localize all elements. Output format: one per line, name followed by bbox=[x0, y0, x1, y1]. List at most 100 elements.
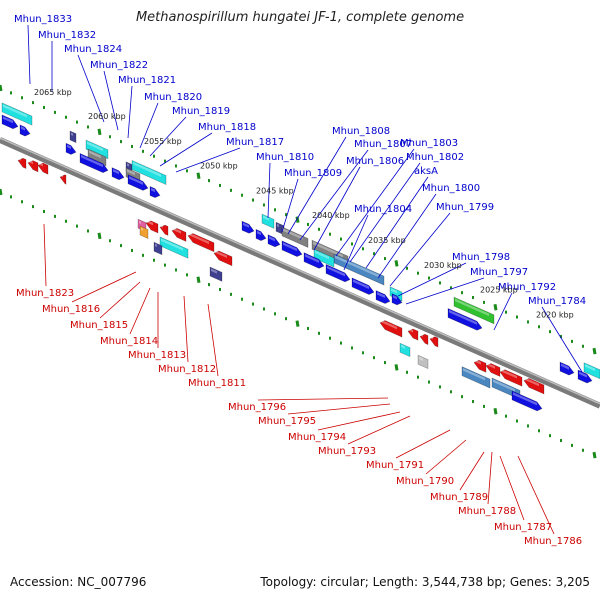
reverse-gene bbox=[379, 319, 403, 338]
reverse-gene-label: Mhun_1793 bbox=[318, 446, 376, 457]
reverse-gene bbox=[59, 174, 67, 185]
forward-gene-label: Mhun_1824 bbox=[64, 44, 122, 55]
kbp-label: 2025 kbp bbox=[480, 286, 518, 295]
leader-line bbox=[287, 136, 347, 235]
leader-line bbox=[71, 271, 137, 303]
gene-features bbox=[1, 102, 600, 412]
forward-gene bbox=[87, 148, 107, 167]
forward-gene bbox=[375, 290, 391, 304]
forward-gene-label: Mhun_1799 bbox=[436, 202, 494, 213]
leader-line bbox=[281, 178, 299, 233]
tick-mark bbox=[196, 172, 201, 179]
forward-gene-label: Mhun_1810 bbox=[256, 152, 314, 163]
leader-line bbox=[43, 223, 47, 287]
tick-mark bbox=[295, 216, 300, 223]
tick-mark bbox=[0, 188, 3, 196]
leader-line bbox=[183, 295, 189, 363]
reverse-gene bbox=[17, 157, 27, 169]
tick-mark bbox=[493, 304, 498, 311]
forward-gene bbox=[85, 139, 109, 160]
forward-gene-label: Mhun_1807 bbox=[354, 139, 412, 150]
tick-mark bbox=[394, 260, 399, 267]
tick-mark bbox=[97, 232, 102, 240]
tick-mark bbox=[493, 408, 498, 415]
kbp-ticks bbox=[0, 84, 597, 459]
forward-gene bbox=[313, 248, 335, 268]
reverse-gene-label: Mhun_1791 bbox=[366, 460, 424, 471]
leader-line bbox=[541, 306, 583, 373]
forward-gene bbox=[281, 240, 303, 257]
kbp-label: 2035 kbp bbox=[368, 236, 406, 245]
leader-line bbox=[499, 455, 525, 521]
reverse-gene-label: Mhun_1811 bbox=[188, 378, 246, 389]
forward-gene bbox=[325, 263, 351, 283]
forward-gene bbox=[69, 130, 77, 144]
reverse-gene bbox=[417, 354, 429, 370]
leader-line bbox=[389, 212, 451, 287]
reverse-gene-label: Mhun_1787 bbox=[494, 522, 552, 533]
tick-mark bbox=[592, 347, 597, 355]
leader-line bbox=[317, 411, 401, 431]
leader-line bbox=[77, 54, 105, 123]
reverse-gene bbox=[209, 266, 223, 282]
reverse-gene bbox=[461, 366, 491, 389]
leader-line bbox=[27, 24, 31, 85]
forward-gene-label: Mhun_1819 bbox=[172, 106, 230, 117]
forward-gene-label: Mhun_1797 bbox=[470, 267, 528, 278]
leader-line bbox=[397, 262, 467, 297]
leader-line bbox=[127, 85, 133, 139]
reverse-gene bbox=[213, 250, 233, 267]
forward-gene bbox=[351, 277, 375, 295]
leader-line bbox=[425, 439, 467, 475]
leader-line bbox=[405, 277, 485, 305]
leader-line bbox=[159, 132, 213, 167]
leader-line bbox=[257, 397, 389, 401]
leader-line bbox=[343, 214, 369, 271]
reverse-gene bbox=[399, 342, 411, 358]
forward-gene-label: Mhun_1806 bbox=[346, 156, 404, 167]
forward-gene-label: Mhun_1802 bbox=[406, 152, 464, 163]
forward-gene bbox=[111, 167, 125, 181]
leader-line bbox=[139, 102, 159, 149]
forward-gene bbox=[149, 186, 161, 199]
forward-gene bbox=[19, 124, 31, 137]
forward-gene bbox=[261, 213, 275, 229]
gene-labels: Mhun_1833Mhun_1832Mhun_1824Mhun_1822Mhun… bbox=[14, 14, 586, 547]
leader-line bbox=[377, 193, 437, 279]
forward-gene bbox=[447, 308, 483, 331]
forward-gene-label: aksA bbox=[414, 166, 438, 177]
leader-line bbox=[175, 147, 241, 173]
reverse-gene bbox=[407, 328, 419, 341]
forward-gene bbox=[583, 362, 600, 380]
forward-gene bbox=[577, 369, 593, 384]
reverse-gene-label: Mhun_1794 bbox=[288, 432, 346, 443]
leader-line bbox=[207, 303, 219, 377]
forward-gene-label: Mhun_1821 bbox=[118, 75, 176, 86]
forward-gene bbox=[267, 234, 281, 248]
leader-line bbox=[349, 162, 421, 263]
tick-mark bbox=[0, 84, 3, 92]
leader-line bbox=[103, 70, 119, 131]
forward-gene-label: Mhun_1803 bbox=[400, 138, 458, 149]
reverse-gene bbox=[511, 390, 543, 412]
forward-gene bbox=[79, 153, 109, 173]
topology-text: Topology: circular; Length: 3,544,738 bp… bbox=[260, 575, 590, 589]
kbp-label: 2020 kbp bbox=[536, 310, 574, 319]
forward-gene bbox=[389, 286, 403, 302]
reverse-gene bbox=[27, 159, 39, 173]
forward-gene-label: Mhun_1833 bbox=[14, 14, 72, 25]
forward-gene-label: Mhun_1832 bbox=[38, 30, 96, 41]
reverse-gene bbox=[473, 359, 487, 373]
reverse-gene-label: Mhun_1796 bbox=[228, 402, 286, 413]
kbp-label: 2045 kbp bbox=[256, 186, 294, 195]
forward-gene bbox=[303, 252, 325, 269]
forward-gene bbox=[255, 228, 267, 241]
forward-gene-label: Mhun_1820 bbox=[144, 92, 202, 103]
reverse-gene bbox=[523, 377, 545, 395]
tick-mark bbox=[394, 364, 399, 371]
genome-backbone bbox=[0, 137, 600, 409]
forward-gene bbox=[131, 160, 167, 185]
reverse-gene-label: Mhun_1813 bbox=[128, 350, 186, 361]
